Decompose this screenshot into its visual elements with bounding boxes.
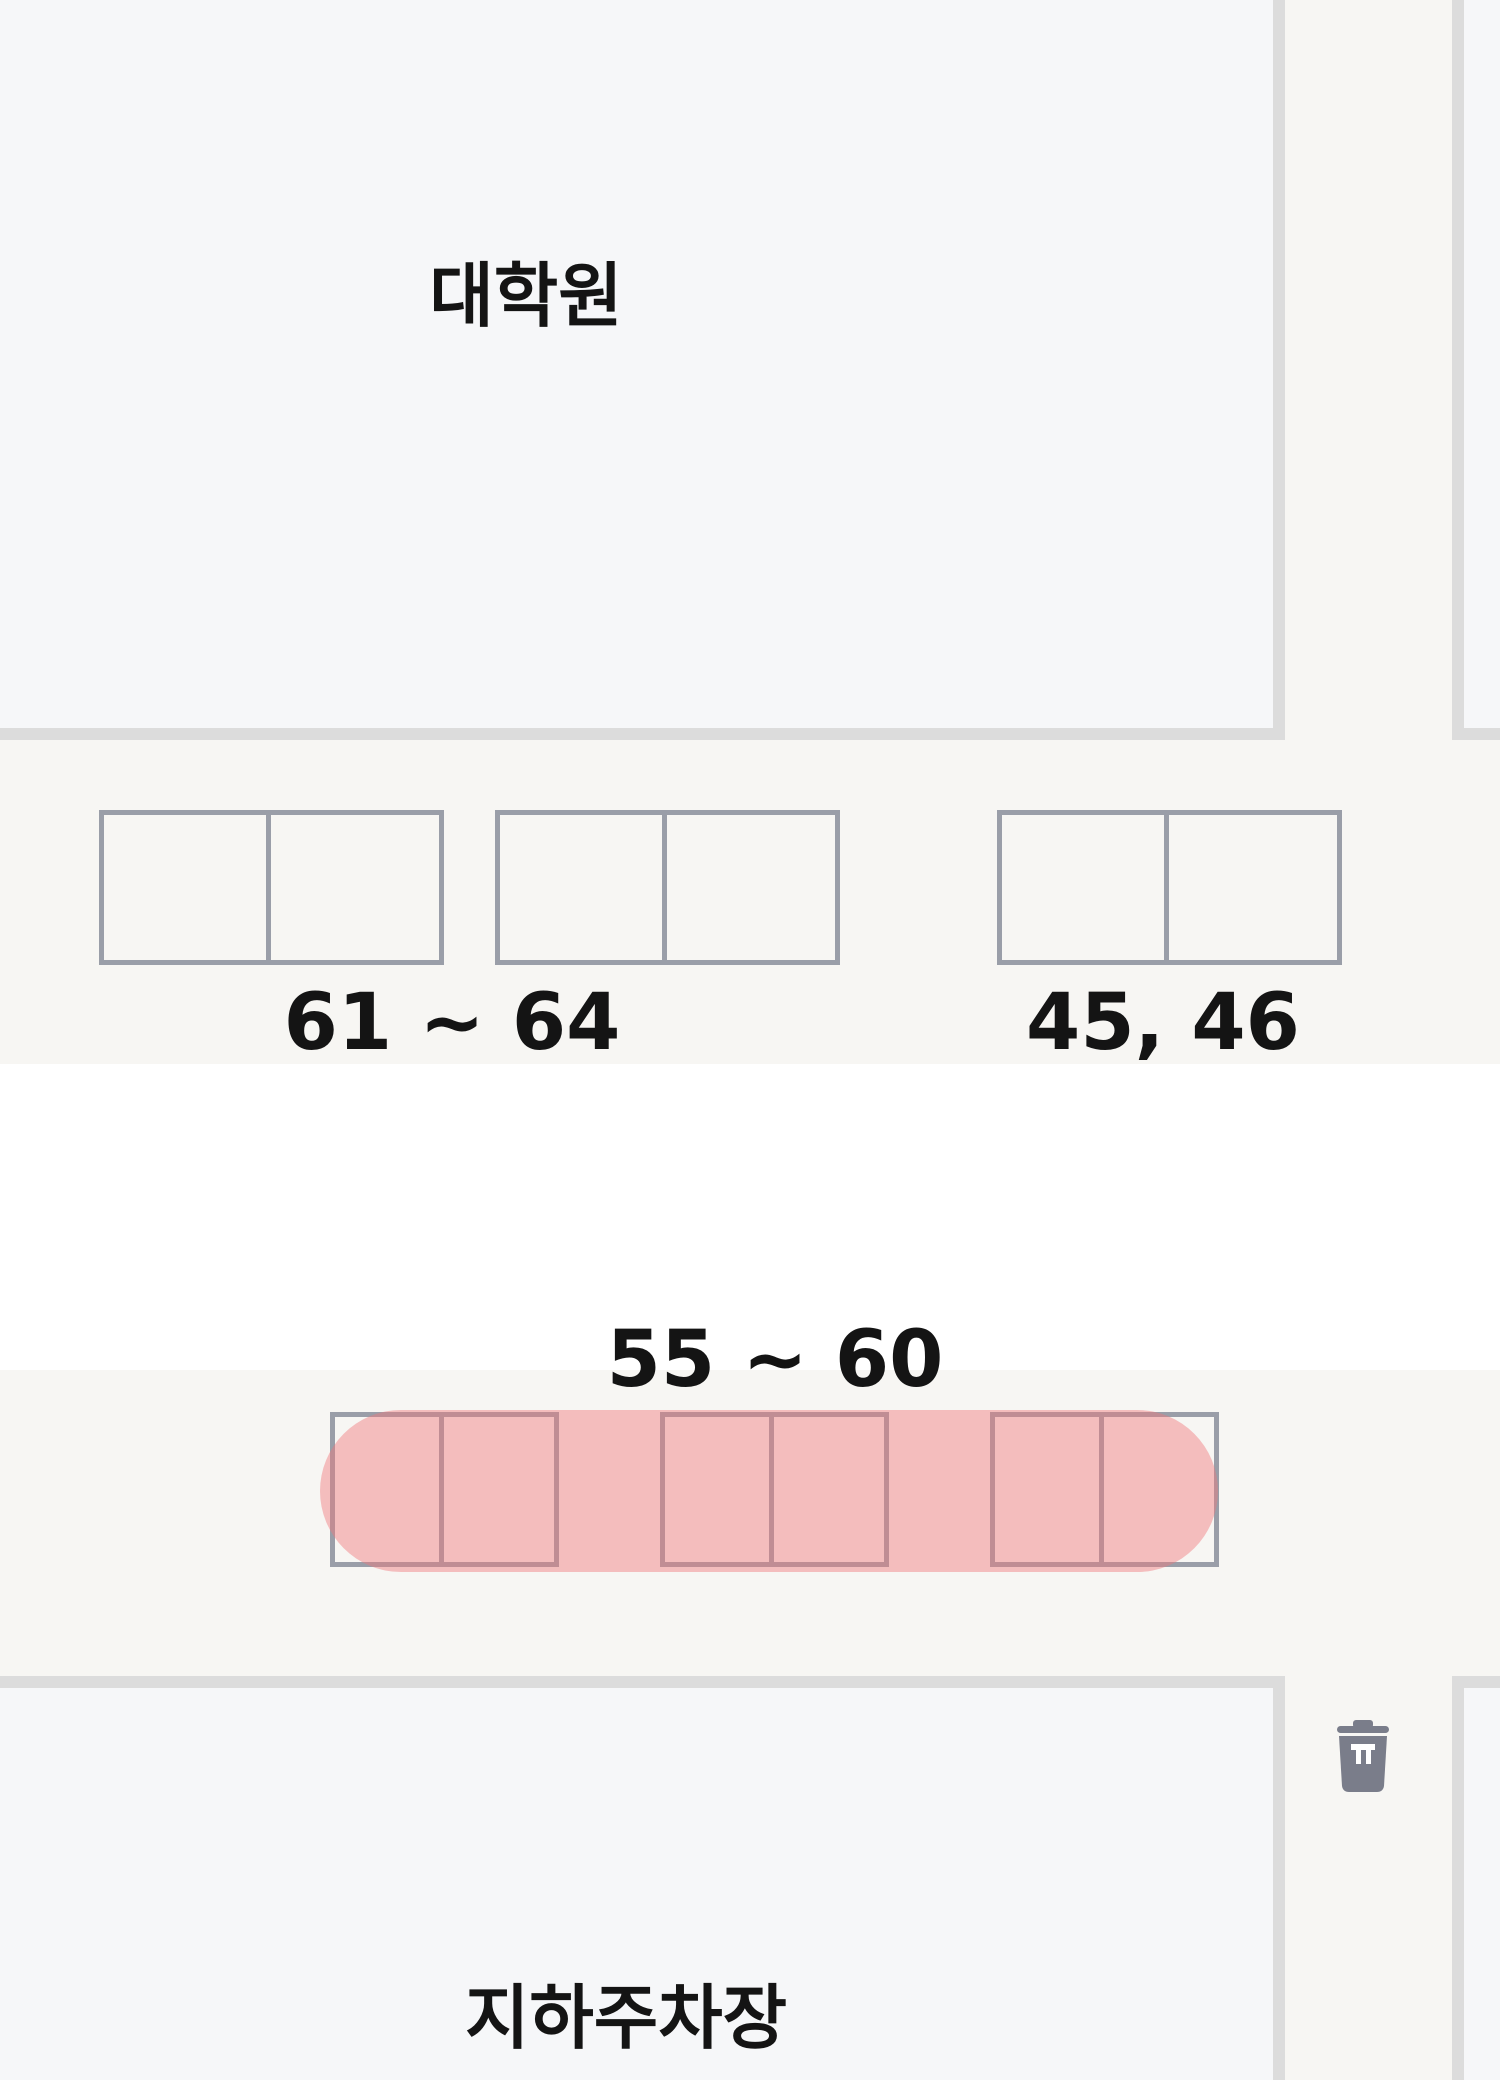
trash-can-icon[interactable] — [1333, 1718, 1393, 1794]
parking-spot[interactable] — [1099, 1412, 1219, 1567]
selected-parking-highlight[interactable] — [320, 1410, 1218, 1572]
parking-spot[interactable] — [495, 810, 667, 965]
building-right-top — [1452, 0, 1500, 740]
parking-spot[interactable] — [99, 810, 271, 965]
parking-group-label-61-64: 61 ~ 64 — [283, 978, 621, 1068]
building-label-underground-parking: 지하주차장 — [465, 1977, 787, 2059]
building-underground-parking[interactable] — [0, 1676, 1285, 2080]
open-area — [0, 1064, 1500, 1370]
parking-spot[interactable] — [1164, 810, 1342, 965]
parking-spot[interactable] — [769, 1412, 889, 1567]
parking-spot[interactable] — [439, 1412, 559, 1567]
building-graduate-school[interactable] — [0, 0, 1285, 740]
building-label-graduate-school: 대학원 — [429, 255, 623, 337]
parking-spot[interactable] — [662, 810, 840, 965]
parking-group-label-55-60: 55 ~ 60 — [606, 1315, 944, 1405]
parking-group-label-45-46: 45, 46 — [1026, 978, 1300, 1068]
parking-spot[interactable] — [997, 810, 1169, 965]
building-right-bottom — [1452, 1676, 1500, 2080]
parking-spot[interactable] — [266, 810, 444, 965]
